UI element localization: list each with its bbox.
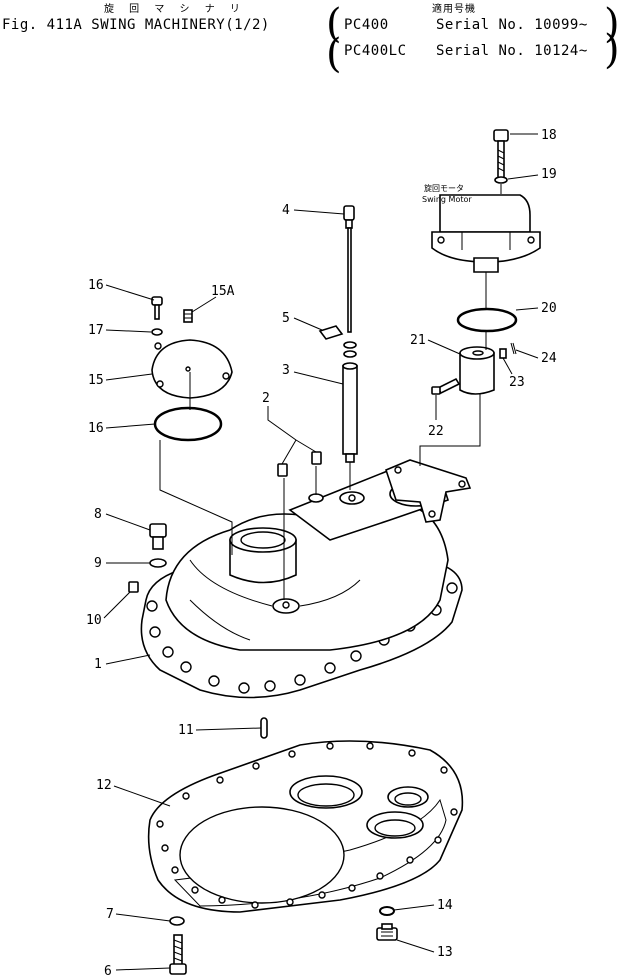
part-1-swing-case (140, 459, 472, 699)
open-paren: ( (326, 1, 342, 47)
part-21-o-ring (456, 307, 518, 333)
callout-6: 6 (104, 964, 112, 978)
callout-8: 8 (94, 507, 102, 522)
assembly-lines (159, 184, 502, 600)
callout-4: 4 (282, 203, 290, 218)
applicable-serials-label-japanese: 適用号機 (432, 4, 476, 15)
close-paren: ) (604, 1, 620, 47)
part-15-cover (151, 339, 233, 399)
callout-22: 21 (410, 333, 426, 348)
callout-24: 23 (509, 375, 525, 390)
part-9-washer (149, 558, 167, 568)
model-serial: Serial No. 10124~ (436, 43, 588, 59)
part-4-dipstick (343, 205, 355, 333)
part-7-washer (169, 916, 185, 926)
swing-motor-label-japanese: 旋回モータ (424, 183, 464, 193)
part-6-bolt (169, 934, 187, 975)
part-12-bottom-plate (147, 740, 464, 913)
part-22-spacer (459, 346, 495, 395)
part-8-bolt (149, 523, 167, 550)
part-14-o-ring (379, 906, 395, 916)
part-13-drain-plug (376, 923, 398, 941)
part-2-plugs (277, 451, 322, 477)
part-20-washer (494, 176, 508, 184)
callout-3: 3 (282, 363, 290, 378)
part-15a-grease-fitting (183, 309, 193, 323)
callout-11: 11 (178, 723, 194, 738)
figure-header: 旋 回 マ シ ナ リ Fig. 411A SWING MACHINERY(1/… (0, 0, 626, 74)
figure-title-japanese: 旋 回 マ シ ナ リ (104, 4, 246, 15)
callout-7: 7 (106, 907, 114, 922)
part-18-washer (151, 328, 163, 336)
callout-9: 9 (94, 556, 102, 571)
callouts: 18 19 20 21 23 24 22 4 5 3 2 16 15A 17 1… (86, 128, 557, 978)
callout-15a: 15A (211, 284, 235, 299)
close-paren: ) (604, 27, 620, 73)
callout-23: 22 (428, 424, 444, 439)
callout-5: 5 (282, 311, 290, 326)
callout-1: 1 (94, 657, 102, 672)
part-10-plug (128, 581, 139, 593)
callout-16: 16 (88, 421, 104, 436)
callout-14: 14 (437, 898, 453, 913)
part-19-bolt (493, 129, 509, 180)
model-serial: Serial No. 10099~ (436, 17, 588, 33)
callout-2: 2 (262, 391, 270, 406)
model-name: PC400LC (344, 43, 407, 59)
callout-25: 24 (541, 351, 557, 366)
model-name: PC400 (344, 17, 389, 33)
part-5-o-ring-tag (318, 325, 357, 358)
callout-15: 15 (88, 373, 104, 388)
callout-19: 18 (541, 128, 557, 143)
callout-12: 12 (96, 778, 112, 793)
part-11-dowel-pin (260, 717, 268, 739)
swing-motor-label: Swing Motor (422, 195, 472, 204)
callout-18: 17 (88, 323, 104, 338)
part-24-plug (499, 348, 507, 359)
part-17-bolt (151, 296, 163, 320)
callout-21: 20 (541, 301, 557, 316)
part-23-bolt (431, 377, 461, 395)
figure-title: Fig. 411A SWING MACHINERY(1/2) (2, 17, 270, 33)
callout-17: 16 (88, 278, 104, 293)
callout-20: 19 (541, 167, 557, 182)
part-25-pin (510, 342, 517, 355)
part-16-o-ring (153, 406, 223, 442)
callout-10: 10 (86, 613, 102, 628)
open-paren: ( (326, 31, 342, 77)
swing-motor: 旋回モータ Swing Motor (422, 183, 541, 273)
part-3-tube (342, 362, 358, 463)
callout-13: 13 (437, 945, 453, 960)
